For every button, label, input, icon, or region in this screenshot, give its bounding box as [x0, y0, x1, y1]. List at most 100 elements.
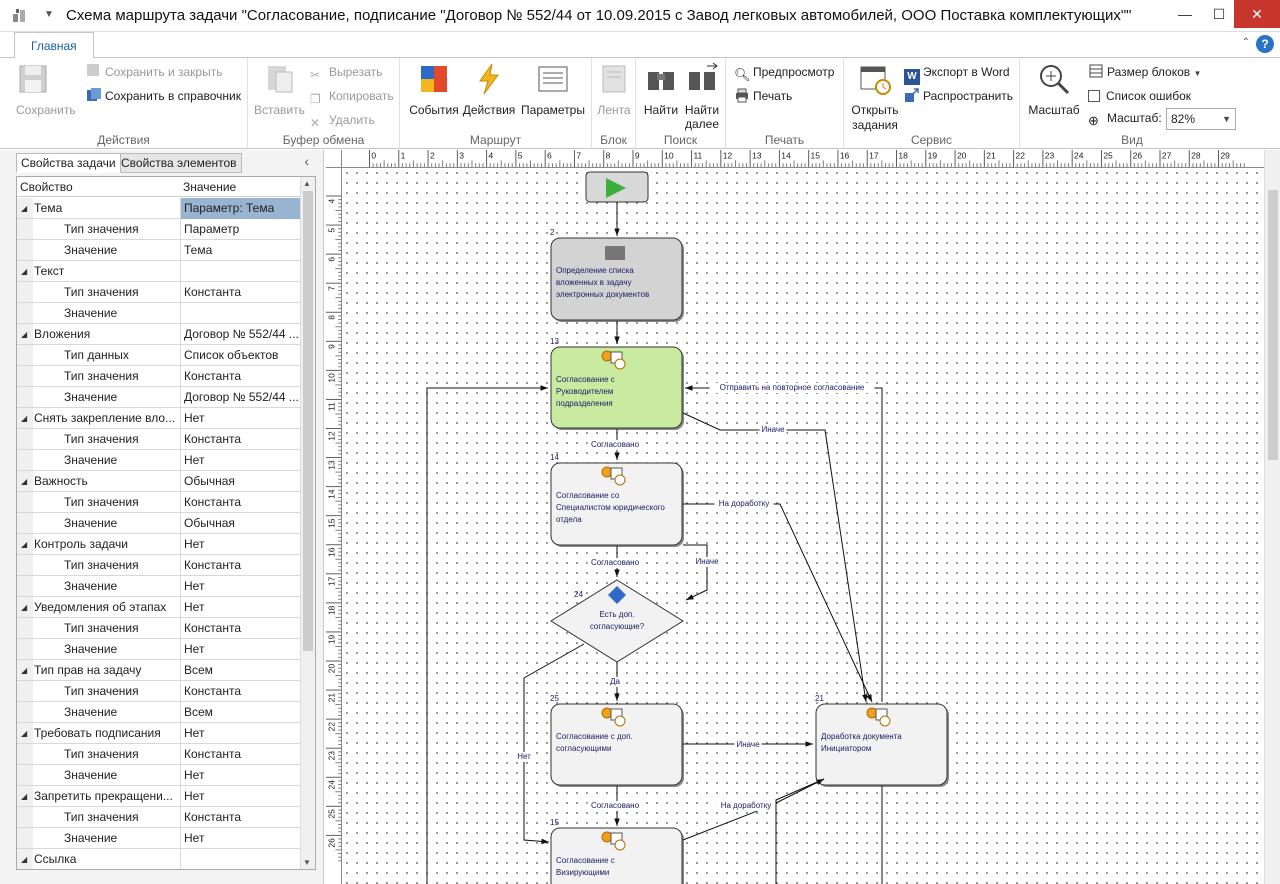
property-value[interactable]: Константа	[180, 807, 301, 828]
tab-element-properties[interactable]: Свойства элементов	[116, 153, 242, 173]
property-value[interactable]: Тема	[180, 240, 301, 261]
diagram-scroll-thumb[interactable]	[1268, 190, 1278, 460]
block-size-dropdown[interactable]: Размер блоков ▼	[1088, 62, 1201, 82]
property-value[interactable]: Константа	[180, 492, 301, 513]
scale-button[interactable]: Масштаб	[1026, 62, 1082, 117]
grid-scrollbar[interactable]: ▲ ▼	[300, 177, 315, 869]
save-button[interactable]: Сохранить	[16, 62, 76, 117]
scroll-down-icon[interactable]: ▼	[303, 858, 311, 867]
expand-triangle-icon[interactable]: ◢	[21, 477, 28, 486]
collapse-ribbon-icon[interactable]: ⌃	[1241, 37, 1250, 48]
preview-button[interactable]: 🔍︎Предпросмотр	[734, 62, 834, 82]
property-row[interactable]: Значение	[17, 303, 301, 324]
property-value[interactable]: Параметр	[180, 219, 301, 240]
print-button[interactable]: Печать	[734, 86, 792, 106]
property-row[interactable]: ◢Текст	[17, 261, 301, 282]
property-value[interactable]: Константа	[180, 555, 301, 576]
tab-task-properties[interactable]: Свойства задачи	[16, 153, 121, 173]
paste-button[interactable]: Вставить	[254, 62, 305, 117]
block-21[interactable]	[815, 703, 948, 786]
property-value[interactable]: Нет	[180, 576, 301, 597]
collapse-panel-icon[interactable]: ‹	[304, 153, 309, 169]
copy-button[interactable]: ❐Копировать	[310, 86, 394, 106]
scale-select[interactable]: 82%▼	[1166, 108, 1236, 130]
property-value[interactable]: Нет	[180, 723, 301, 744]
grid-scroll-thumb[interactable]	[303, 191, 313, 651]
expand-triangle-icon[interactable]: ◢	[21, 330, 28, 339]
column-value[interactable]: Значение	[183, 180, 237, 194]
block-13[interactable]	[550, 346, 683, 429]
block-14[interactable]	[550, 462, 683, 546]
error-list-check[interactable]	[1088, 90, 1100, 102]
app-icon[interactable]	[12, 8, 28, 24]
block-24[interactable]	[550, 579, 684, 663]
property-value[interactable]: Обычная	[180, 513, 301, 534]
property-value[interactable]: Константа	[180, 282, 301, 303]
property-value[interactable]: Список объектов	[180, 345, 301, 366]
property-value[interactable]: Всем	[180, 702, 301, 723]
property-value[interactable]: Константа	[180, 366, 301, 387]
block-2[interactable]	[550, 237, 683, 321]
property-value[interactable]	[180, 849, 301, 869]
block-25[interactable]	[550, 703, 683, 786]
column-property[interactable]: Свойство	[20, 180, 73, 194]
save-to-reference-button[interactable]: Сохранить в справочник	[86, 86, 241, 106]
quick-access-dropdown-icon[interactable]: ▼	[44, 9, 54, 20]
cut-button[interactable]: ✂Вырезать	[310, 62, 382, 82]
property-value[interactable]: Договор № 552/44 ...	[180, 324, 301, 345]
property-value[interactable]	[180, 303, 301, 324]
property-value[interactable]: Константа	[180, 681, 301, 702]
property-value[interactable]: Нет	[180, 639, 301, 660]
property-row[interactable]: ◢Снять закрепление вло...Нет	[17, 408, 301, 429]
property-value[interactable]: Всем	[180, 660, 301, 681]
property-value[interactable]	[180, 261, 301, 282]
expand-triangle-icon[interactable]: ◢	[21, 414, 28, 423]
property-row[interactable]: ◢Ссылка	[17, 849, 301, 869]
expand-triangle-icon[interactable]: ◢	[21, 792, 28, 801]
find-button[interactable]: Найти	[642, 62, 680, 117]
find-next-button[interactable]: Найти далее	[682, 62, 722, 131]
property-value[interactable]: Нет	[180, 765, 301, 786]
property-row[interactable]: ◢Запретить прекращени...Нет	[17, 786, 301, 807]
delete-button[interactable]: ✕Удалить	[310, 110, 375, 130]
diagram-scrollbar[interactable]	[1264, 150, 1280, 884]
events-button[interactable]: События	[408, 62, 460, 117]
expand-triangle-icon[interactable]: ◢	[21, 540, 28, 549]
maximize-button[interactable]: ☐	[1212, 6, 1226, 22]
open-task-button[interactable]: Открыть задания	[848, 62, 902, 133]
expand-triangle-icon[interactable]: ◢	[21, 204, 28, 213]
scroll-up-icon[interactable]: ▲	[303, 179, 311, 188]
property-value[interactable]: Константа	[180, 429, 301, 450]
expand-triangle-icon[interactable]: ◢	[21, 666, 28, 675]
expand-triangle-icon[interactable]: ◢	[21, 603, 28, 612]
property-value[interactable]: Нет	[180, 828, 301, 849]
property-value[interactable]: Нет	[180, 534, 301, 555]
property-value[interactable]: Нет	[180, 597, 301, 618]
property-value[interactable]: Нет	[180, 450, 301, 471]
property-value[interactable]: Нет	[180, 408, 301, 429]
property-value[interactable]: Параметр: Тема	[180, 198, 301, 219]
